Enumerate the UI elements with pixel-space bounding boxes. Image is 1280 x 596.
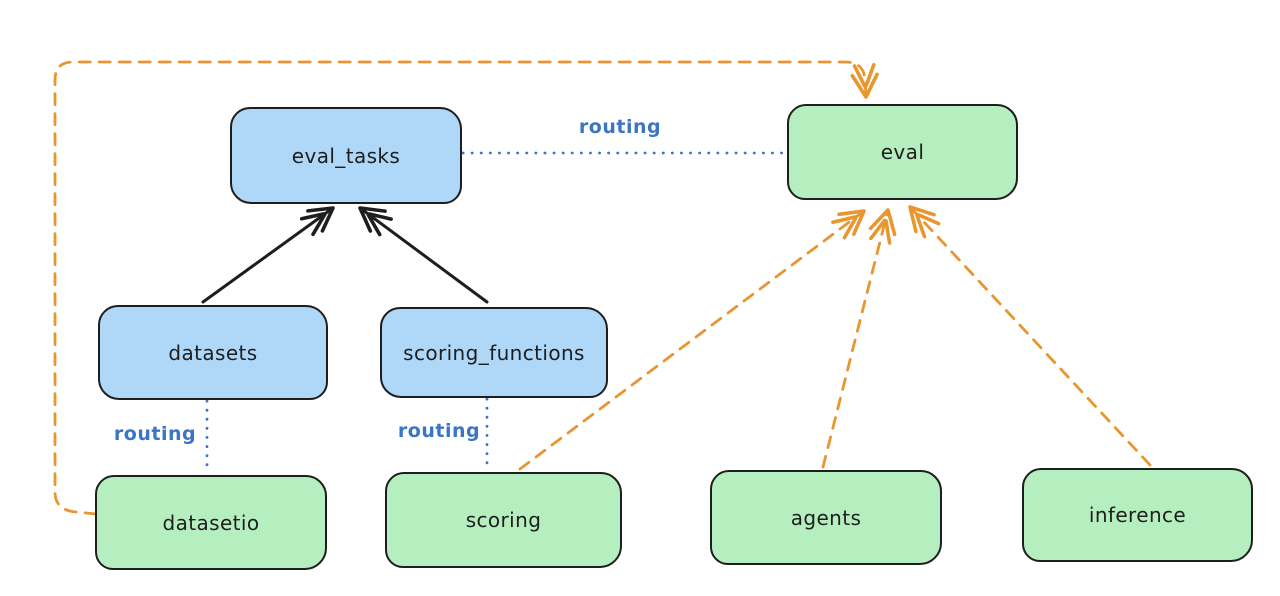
node-eval-tasks-label: eval_tasks — [291, 143, 401, 168]
node-scoring-functions: scoring_functions — [380, 307, 608, 398]
node-eval: eval — [787, 104, 1018, 200]
node-datasetio-label: datasetio — [162, 510, 260, 535]
node-datasetio: datasetio — [95, 475, 327, 570]
edge-inference-to-eval — [908, 205, 1152, 467]
edge-scoring-functions-to-eval-tasks — [358, 206, 489, 304]
edge-agents-to-eval — [821, 208, 897, 469]
edge-label-routing-scoring-functions-scoring: routing — [397, 420, 481, 442]
node-inference: inference — [1022, 468, 1253, 562]
node-scoring-label: scoring — [465, 508, 542, 532]
edge-label-routing-eval-tasks-eval: routing — [578, 116, 662, 138]
edge-datasetio-to-eval-loop — [53, 60, 879, 516]
node-inference-label: inference — [1088, 503, 1187, 527]
node-scoring-functions-label: scoring_functions — [403, 340, 585, 365]
node-eval-label: eval — [880, 140, 925, 164]
node-eval-tasks: eval_tasks — [230, 107, 462, 204]
node-agents: agents — [710, 470, 942, 565]
edge-datasets-to-eval-tasks — [201, 206, 335, 304]
node-datasets-label: datasets — [168, 340, 258, 365]
edge-label-routing-datasets-datasetio: routing — [113, 423, 197, 445]
edge-scoring-to-eval — [518, 209, 866, 471]
node-scoring: scoring — [385, 472, 622, 568]
node-agents-label: agents — [790, 505, 862, 530]
node-datasets: datasets — [98, 305, 328, 400]
